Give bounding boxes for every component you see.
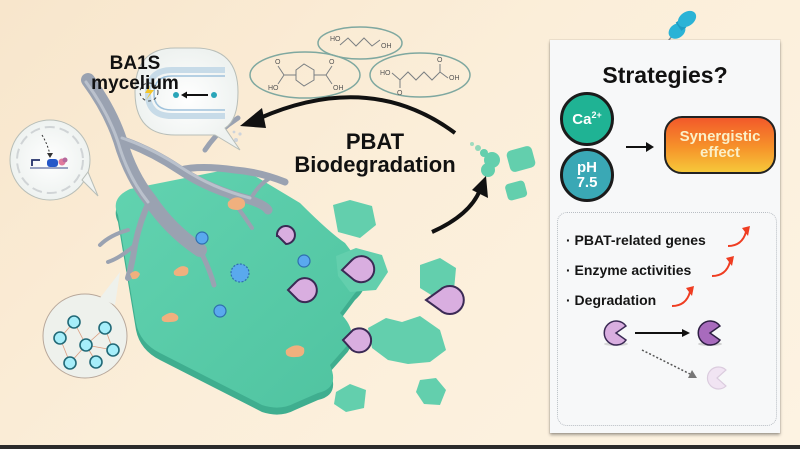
monomer-bubble-adipic xyxy=(369,52,471,98)
pbat-label-line: Biodegradation xyxy=(294,152,456,178)
fragment xyxy=(368,316,446,364)
fragment xyxy=(470,142,474,146)
bubble-genes xyxy=(9,119,99,201)
fragment xyxy=(481,163,495,177)
synergy-line: Synergistic xyxy=(679,127,761,145)
strategies-panel: Strategies? Ca2+ pH 7.5 xyxy=(550,40,780,433)
enhanced-enzyme-icon xyxy=(697,320,722,346)
monomer-atom-labels: HO OH O O HO OH HO O O OH xyxy=(268,36,460,97)
mycelium-label-line: mycelium xyxy=(91,72,179,94)
up-arrow-icon xyxy=(671,291,691,307)
enzyme-icon xyxy=(286,277,318,304)
fragment xyxy=(334,384,366,412)
pbat-label-line: PBAT xyxy=(345,129,405,154)
panel-title: Strategies? xyxy=(602,62,728,88)
monomer-structures xyxy=(249,26,471,99)
atom-label: OH xyxy=(449,75,460,82)
atom-label: OH xyxy=(381,43,392,50)
bottom-border xyxy=(0,445,800,449)
enzyme-icon xyxy=(603,320,628,346)
up-arrow-icon xyxy=(727,231,747,247)
synergistic-effect-box: Synergistic effect xyxy=(664,116,776,174)
ph-factor-circle: pH 7.5 xyxy=(560,148,614,202)
bubble-transport xyxy=(134,47,241,151)
atom-label: O xyxy=(275,59,281,66)
mycelium-label-line: BA1S xyxy=(109,53,161,74)
fragment xyxy=(475,145,481,151)
bubble-network xyxy=(42,272,128,379)
mycelium-hyphae-highlight xyxy=(84,80,252,204)
effect-item-enzymes: · Enzyme activities xyxy=(566,262,692,278)
fragment xyxy=(506,146,536,172)
monomer-bubble-butanediol xyxy=(317,26,403,60)
up-arrows xyxy=(671,226,750,307)
enzyme-icon xyxy=(341,327,373,354)
enzyme-icon xyxy=(340,255,376,284)
atom-label: HO xyxy=(330,36,341,43)
arrow-to-mycelium xyxy=(259,95,457,135)
effect-item-degradation: · Degradation xyxy=(566,292,657,308)
fragment xyxy=(333,200,376,238)
fragment xyxy=(480,149,488,157)
mycelium-label: BA1S mycelium xyxy=(80,54,190,94)
effects-box xyxy=(557,212,777,426)
pbat-biodegradation-label: PBAT Biodegradation xyxy=(270,130,480,176)
arrow-to-fragments xyxy=(431,189,482,234)
atom-label: HO xyxy=(380,70,391,77)
atom-label: HO xyxy=(268,85,279,92)
calcium-label: Ca xyxy=(572,111,592,128)
ph-value: 7.5 xyxy=(576,174,598,191)
effect-item-genes: · PBAT-related genes xyxy=(566,232,706,248)
orange-granules xyxy=(130,197,305,358)
enzyme-icon xyxy=(424,285,465,315)
atom-label: OH xyxy=(333,85,344,92)
enzyme-icon xyxy=(275,225,296,246)
ph-label: pH xyxy=(576,159,597,176)
enzyme-comparison xyxy=(603,320,727,390)
cycle-arrows xyxy=(240,95,488,234)
up-arrow-icon xyxy=(711,261,731,277)
blue-cells xyxy=(195,231,311,318)
panel-graphics xyxy=(603,142,750,390)
atom-label: O xyxy=(437,57,443,64)
enzymes xyxy=(275,225,465,354)
fragment xyxy=(416,378,446,405)
inactivation-arrow xyxy=(641,349,691,375)
pushpin-icon xyxy=(662,10,697,49)
fragment xyxy=(505,180,528,201)
synergy-line: effect xyxy=(699,144,740,161)
hyphae-tip-droplets xyxy=(232,130,242,142)
factor-arrow xyxy=(626,142,654,152)
energy-bolt-icon xyxy=(145,85,154,100)
monomer-bubble-terephthalic xyxy=(249,51,361,99)
inactive-enzyme-icon xyxy=(706,366,727,390)
atom-label: O xyxy=(329,59,335,66)
atom-label: O xyxy=(397,90,403,97)
calcium-factor-circle: Ca2+ xyxy=(560,92,614,146)
calcium-charge: 2+ xyxy=(591,110,602,120)
